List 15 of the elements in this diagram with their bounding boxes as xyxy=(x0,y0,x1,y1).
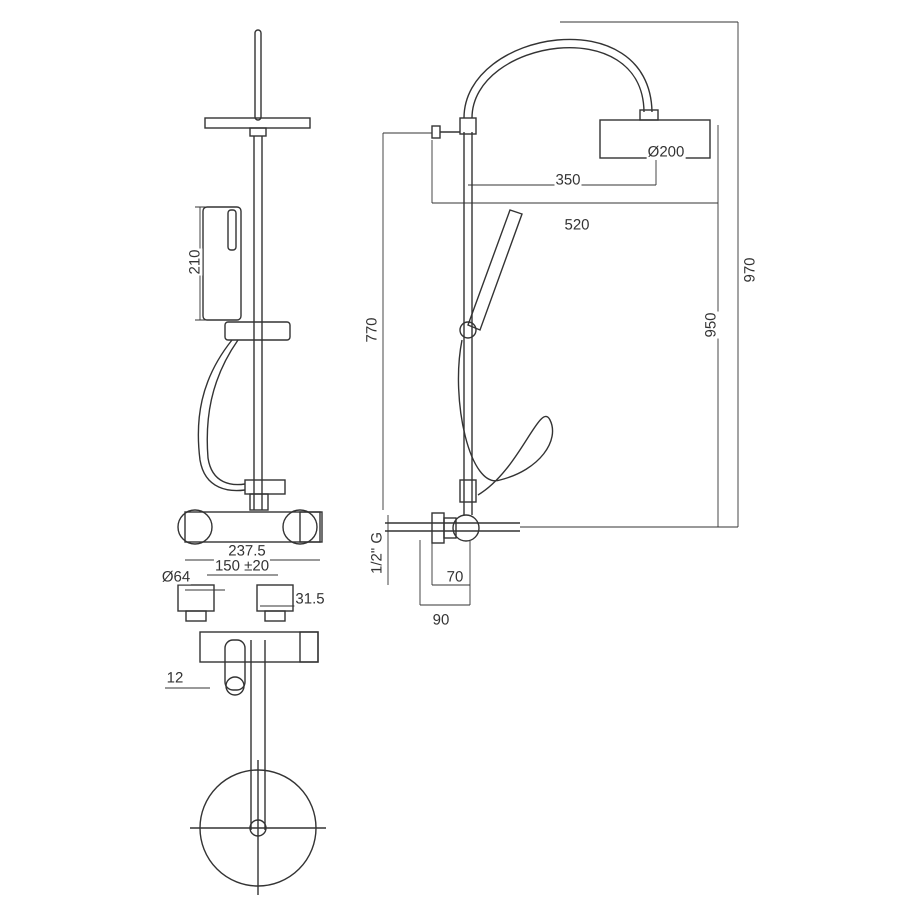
dimension-label: Ø200 xyxy=(646,144,686,160)
dimension-label: 350 xyxy=(554,172,582,188)
dimension-label: 70 xyxy=(446,570,464,584)
dimension-label: 210 xyxy=(188,248,202,276)
dimension-label: 520 xyxy=(563,218,591,232)
dimension-label: 950 xyxy=(704,311,718,339)
dimension-label: 90 xyxy=(432,612,450,628)
dimension-label: 12 xyxy=(166,670,184,686)
dimension-label: 1/2" G xyxy=(370,531,384,575)
dimension-label: 770 xyxy=(364,316,380,344)
dimension-label: 150 ±20 xyxy=(214,558,270,574)
dimension-label: Ø64 xyxy=(160,570,192,584)
dimension-label: 31.5 xyxy=(294,592,326,606)
dimension-label: 970 xyxy=(742,256,758,284)
dimension-label: 237.5 xyxy=(227,544,267,558)
